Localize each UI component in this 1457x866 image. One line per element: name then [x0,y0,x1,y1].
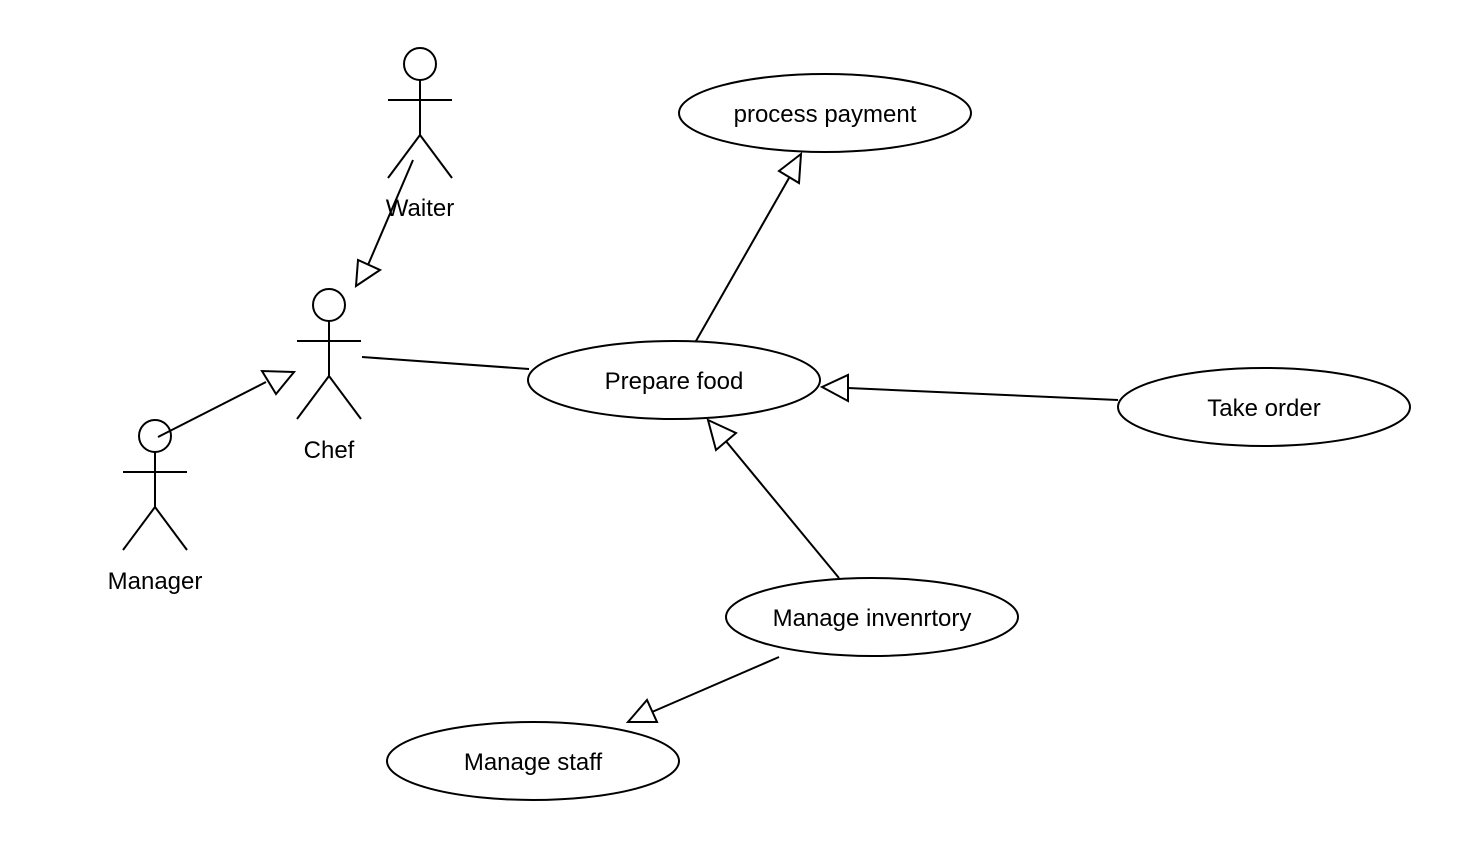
use-case-take-order-label: Take order [1207,395,1320,422]
generalization-manage-inventory-to-prepare-food [706,418,840,579]
use-case-prepare-food: Prepare food [527,340,821,420]
generalization-prepare-food-to-process-payment-arrowhead [777,151,803,185]
generalization-manager-to-chef-line [157,381,267,438]
generalization-prepare-food-to-process-payment-line [695,177,790,342]
actor-manager-left-leg [122,506,156,551]
generalization-waiter-to-chef-arrowhead [354,258,383,288]
use-case-take-order: Take order [1117,367,1411,447]
use-case-take-order-shape [1117,367,1411,447]
use-case-prepare-food-shape [527,340,821,420]
actor-waiter-left-leg [387,134,421,179]
generalization-manage-inventory-to-manage-staff-line [651,656,780,713]
actor-manager-right-leg [154,506,188,551]
generalization-take-order-to-prepare-food-arrowhead [819,373,849,403]
actor-chef-label: Chef [304,437,355,464]
use-case-manage-inventory-label: Manage invenrtory [773,605,972,632]
use-case-process-payment-label: process payment [734,101,917,128]
actor-manager-head [138,419,172,453]
generalization-manager-to-chef-arrowhead [260,369,297,396]
use-case-prepare-food-label: Prepare food [605,368,744,395]
generalization-manage-inventory-to-prepare-food-line [724,439,840,579]
use-case-manage-staff: Manage staff [386,721,680,801]
actor-waiter-right-leg [419,134,453,179]
use-case-manage-staff-label: Manage staff [464,749,603,776]
use-case-process-payment-shape [678,73,972,153]
generalization-manage-inventory-to-manage-staff-arrowhead [625,698,659,723]
actor-chef-head [312,288,346,322]
generalization-waiter-to-chef [354,159,414,288]
use-case-manage-inventory-shape [725,577,1019,657]
generalization-prepare-food-to-process-payment [695,151,803,342]
actor-chef-right-leg [328,375,362,420]
generalization-take-order-to-prepare-food-line [847,387,1119,401]
use-case-manage-inventory: Manage invenrtory [725,577,1019,657]
actor-waiter: Waiter [386,47,454,222]
actor-manager: Manager [108,419,203,595]
actor-waiter-label: Waiter [386,195,454,222]
association-chef-prepare-food [361,356,530,370]
actor-waiter-head [403,47,437,81]
actor-manager-label: Manager [108,568,203,595]
actor-chef-left-leg [296,375,330,420]
generalization-manage-inventory-to-prepare-food-arrowhead [706,418,738,452]
actor-chef: Chef [296,288,362,464]
generalization-waiter-to-chef-line [367,159,414,266]
use-case-manage-staff-shape [386,721,680,801]
use-case-process-payment: process payment [678,73,972,153]
generalization-manage-inventory-to-manage-staff [625,656,780,723]
generalization-manager-to-chef [157,369,297,438]
generalization-take-order-to-prepare-food [819,373,1119,403]
